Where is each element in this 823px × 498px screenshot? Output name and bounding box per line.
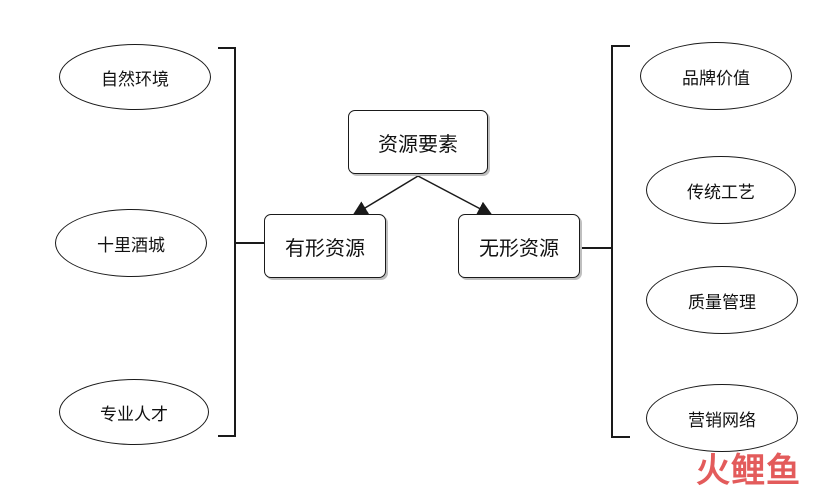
arrow-to-tangible	[352, 175, 419, 216]
intangible-label: 无形资源	[479, 235, 559, 260]
tangible-item: 自然环境	[59, 44, 211, 110]
root-label: 资源要素	[378, 131, 458, 156]
tangible-item-label: 专业人才	[100, 404, 168, 425]
tangible-label: 有形资源	[285, 235, 365, 260]
arrow-to-intangible	[417, 175, 493, 216]
right-bracket	[611, 45, 630, 438]
intangible-node: 无形资源	[458, 214, 580, 278]
intangible-item-label: 营销网络	[688, 410, 756, 431]
tangible-item-label: 自然环境	[101, 69, 169, 90]
intangible-item: 传统工艺	[646, 156, 796, 224]
intangible-item: 质量管理	[646, 266, 798, 334]
watermark-logo: 火鲤鱼	[696, 451, 801, 491]
intangible-item: 营销网络	[646, 384, 798, 452]
tangible-item-label: 十里酒城	[97, 235, 165, 256]
tangible-item: 十里酒城	[55, 209, 207, 277]
intangible-item-label: 质量管理	[688, 292, 756, 313]
intangible-item-label: 传统工艺	[687, 182, 755, 203]
left-bracket	[218, 47, 236, 437]
intangible-item: 品牌价值	[640, 42, 792, 110]
intangible-item-label: 品牌价值	[682, 68, 750, 89]
tangible-node: 有形资源	[264, 214, 386, 278]
tangible-item: 专业人才	[59, 379, 209, 445]
root-node: 资源要素	[348, 110, 488, 174]
